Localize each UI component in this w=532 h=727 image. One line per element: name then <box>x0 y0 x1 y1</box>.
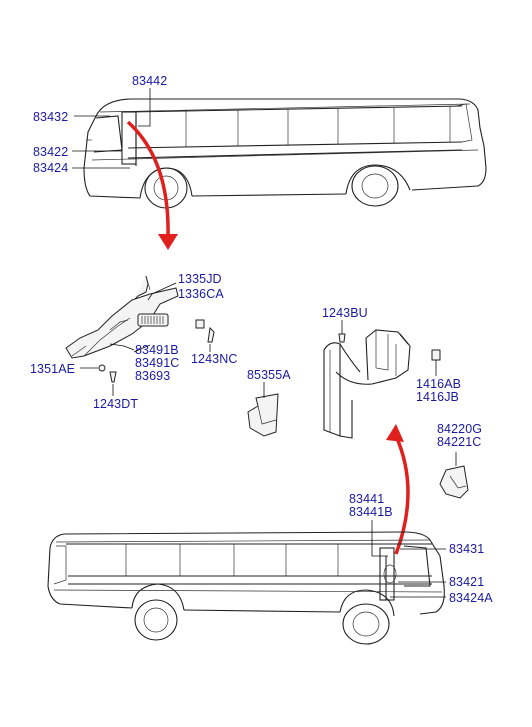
trim-84220g <box>439 452 469 499</box>
label-1243bu: 1243BU <box>322 306 368 320</box>
label-1336ca: 1336CA <box>178 287 224 301</box>
clip-1416ab <box>431 349 441 376</box>
label-83422: 83422 <box>33 145 69 159</box>
label-85355a: 85355A <box>247 368 291 382</box>
label-1416jb: 1416JB <box>416 390 459 404</box>
bottom-arrow <box>386 424 410 555</box>
pillar-trim-part <box>65 275 215 396</box>
label-1243nc: 1243NC <box>191 352 238 366</box>
label-83424: 83424 <box>33 161 69 175</box>
label-83421: 83421 <box>449 575 485 589</box>
bottom-leaders <box>371 520 446 598</box>
label-83432: 83432 <box>33 110 69 124</box>
label-1243dt: 1243DT <box>93 397 139 411</box>
label-83491b: 83491B <box>135 343 179 357</box>
door-pillar-part <box>323 320 441 439</box>
label-1351ae: 1351AE <box>30 362 76 376</box>
label-83442: 83442 <box>132 74 168 88</box>
label-1416ab: 1416AB <box>416 377 462 391</box>
screw-1243nc <box>207 326 215 352</box>
label-83431: 83431 <box>449 542 485 556</box>
bottom-bus-drawing <box>47 531 445 645</box>
label-83693: 83693 <box>135 369 171 383</box>
nut-1351ae <box>80 364 106 372</box>
top-bus-drawing <box>83 98 487 209</box>
top-leaders <box>72 88 151 169</box>
screw-1243dt <box>109 371 117 396</box>
bracket-85355a <box>247 382 279 437</box>
label-84220g: 84220G <box>437 422 483 436</box>
top-arrow <box>126 120 178 250</box>
label-83441: 83441 <box>349 492 385 506</box>
label-84221c: 84221C <box>437 435 482 449</box>
screw-1243bu <box>338 320 346 343</box>
label-83424a: 83424A <box>449 591 493 605</box>
label-83441b: 83441B <box>349 505 393 519</box>
label-1335jd: 1335JD <box>178 272 222 286</box>
label-83491c: 83491C <box>135 356 180 370</box>
